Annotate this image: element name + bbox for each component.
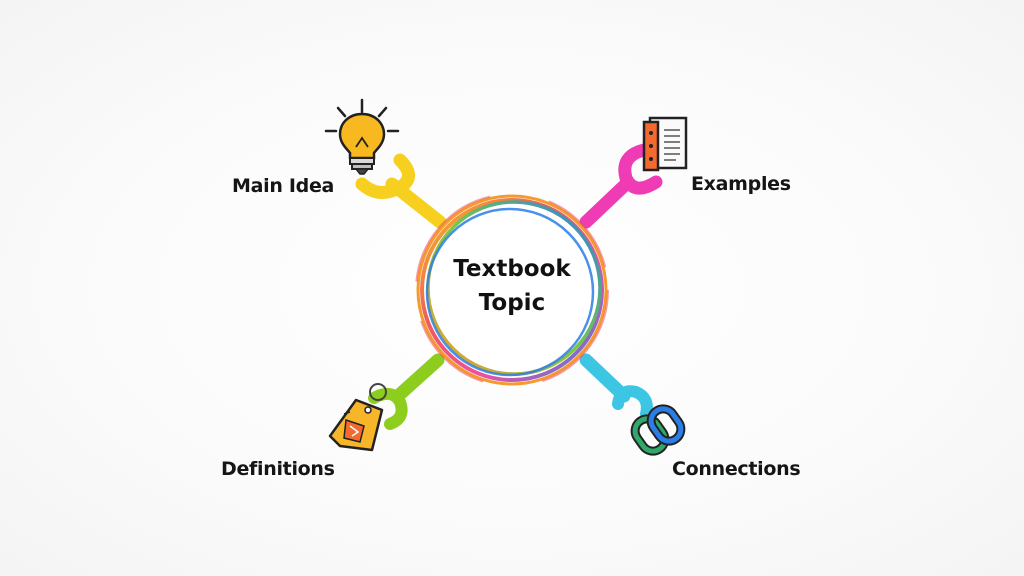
center-topic: Textbook Topic (422, 252, 602, 320)
branch-connector-main-idea (355, 153, 447, 229)
book-icon (642, 116, 688, 172)
link-icon (630, 404, 686, 456)
lightbulb-icon (324, 98, 400, 175)
center-topic-line1: Textbook (453, 256, 571, 282)
branch-connector-examples (579, 143, 663, 229)
branch-label-examples: Examples (691, 173, 791, 195)
center-topic-line2: Topic (478, 290, 546, 316)
branch-label-main-idea: Main Idea (232, 175, 335, 197)
branch-connector-connections (579, 353, 653, 420)
branch-label-definitions: Definitions (221, 458, 335, 480)
center-ring (415, 193, 609, 387)
branch-connector-definitions (368, 353, 445, 430)
branch-label-connections: Connections (672, 458, 801, 480)
tag-icon (328, 383, 387, 452)
